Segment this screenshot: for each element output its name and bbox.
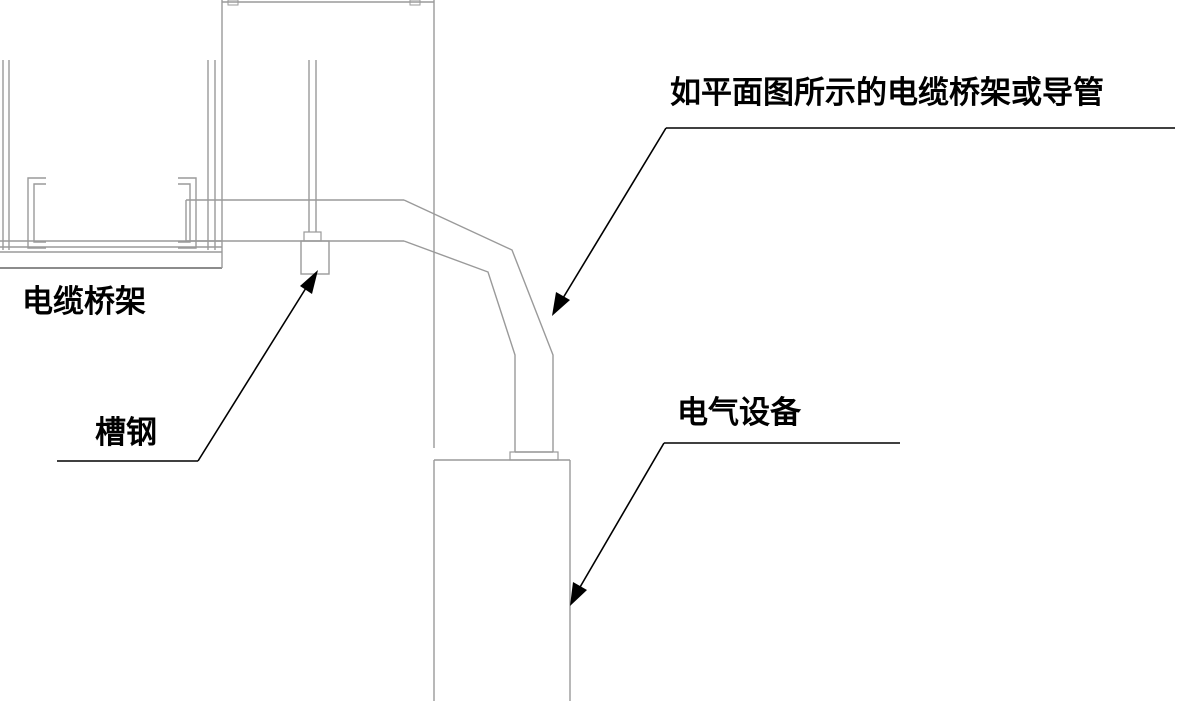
label-cable-tray: 电缆桥架 <box>22 284 146 320</box>
hanger-rod <box>303 60 322 242</box>
leader-channel-steel <box>57 270 318 462</box>
channel-steel-block <box>300 240 330 275</box>
label-channel-steel: 槽钢 <box>95 415 157 451</box>
leader-equipment <box>570 442 900 606</box>
label-electrical-equipment: 电气设备 <box>677 395 802 431</box>
electrical-equipment-box <box>433 459 571 701</box>
conduit <box>185 199 559 461</box>
label-conduit-note: 如平面图所示的电缆桥架或导管 <box>670 75 1104 111</box>
cable-tray <box>0 60 222 269</box>
leader-conduit-note <box>552 127 1175 316</box>
wall-column <box>221 0 435 448</box>
